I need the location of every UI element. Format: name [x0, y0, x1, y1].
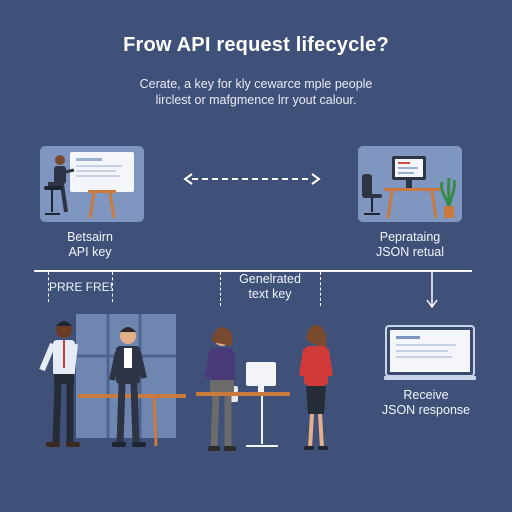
connector-prre-right — [112, 272, 113, 302]
connector-generated-right — [320, 272, 321, 306]
diagram-subtitle: Cerate, a key for kly cewarce mple peopl… — [96, 76, 416, 108]
team-meeting-illustration — [36, 312, 186, 458]
step-generated-key: Genelrated text key — [220, 272, 320, 302]
step-obtain-key: Betsairn API key — [40, 230, 140, 260]
step-receive-line-2: JSON response — [381, 403, 471, 417]
connector-generated-left — [220, 272, 221, 306]
json-response-screen — [384, 324, 476, 382]
step-obtain-line-1: Betsairn — [67, 230, 113, 244]
subtitle-line-2: lirclest or mafgmence lrr yout calour. — [155, 93, 357, 107]
connector-prre — [48, 272, 49, 302]
subtitle-line-1: Cerate, a key for kly cewarce mple peopl… — [139, 77, 373, 91]
exchange-arrow — [182, 172, 322, 186]
step-preparing-line-1: Peprataing — [379, 230, 441, 244]
step-prre-label: PRRE FRE! — [48, 280, 113, 294]
generating-key-illustration — [196, 322, 342, 460]
step-preparing-line-2: JSON retual — [375, 245, 445, 259]
timeline-line — [34, 270, 472, 272]
step-receive-json: Receive JSON response — [366, 388, 486, 418]
step-preparing-json: Peprataing JSON retual — [348, 230, 472, 260]
step-obtain-line-2: API key — [68, 245, 112, 259]
step-receive-line-1: Receive — [403, 388, 449, 402]
step-generated-line-2: text key — [248, 287, 292, 301]
down-arrow-icon — [424, 272, 440, 310]
step-generated-line-1: Genelrated — [239, 272, 301, 286]
diagram-title: Frow API request lifecycle? — [123, 34, 389, 56]
preparing-json-illustration — [358, 146, 462, 222]
obtain-key-illustration — [40, 146, 144, 222]
